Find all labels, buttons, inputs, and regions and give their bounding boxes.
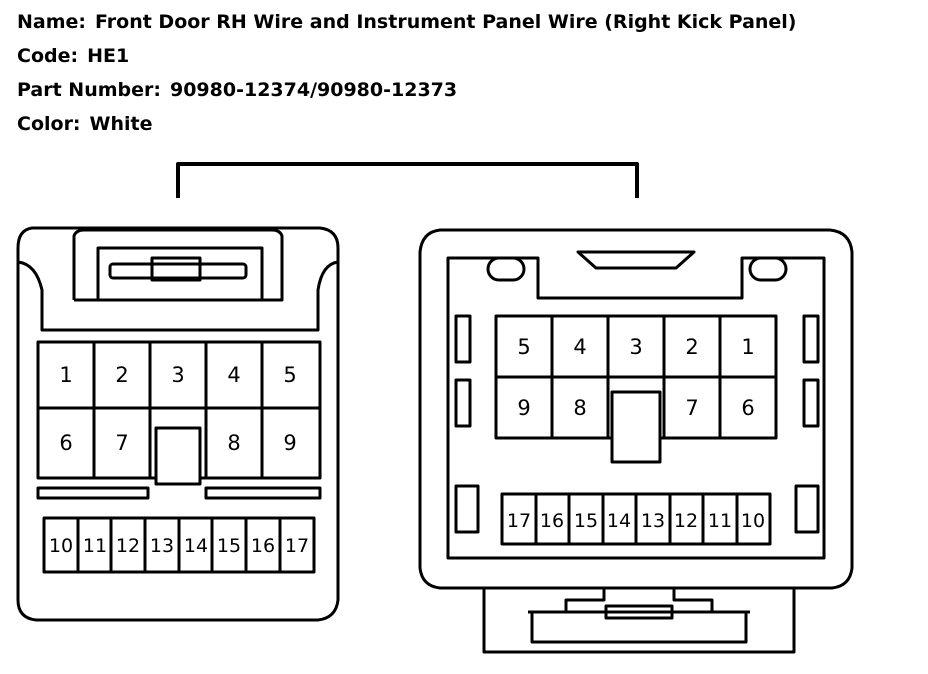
left-pin-label: 14 xyxy=(184,535,208,557)
left-pin-label: 15 xyxy=(217,535,241,557)
right-connector-housing xyxy=(418,228,854,654)
left-pin-label: 2 xyxy=(115,363,128,387)
name-label: Name: xyxy=(17,11,87,33)
right-pin-label: 17 xyxy=(507,510,531,532)
right-pin-label: 13 xyxy=(641,510,665,532)
right-pin-label: 3 xyxy=(629,335,642,359)
name-row: Name: Front Door RH Wire and Instrument P… xyxy=(17,10,797,34)
color-value: White xyxy=(89,113,153,135)
right-pin-label: 8 xyxy=(573,396,586,420)
left-connector-housing xyxy=(16,226,340,622)
left-pin-label: 11 xyxy=(83,535,107,557)
left-pin-label: 8 xyxy=(227,431,240,455)
code-row: Code: HE1 xyxy=(17,44,129,68)
left-pin-label: 17 xyxy=(285,535,309,557)
left-pin-label: 7 xyxy=(115,431,128,455)
right-pin-label: 9 xyxy=(517,396,530,420)
name-value: Front Door RH Wire and Instrument Panel … xyxy=(95,11,797,33)
right-pin-label: 16 xyxy=(540,510,564,532)
left-pin-label: 10 xyxy=(49,535,73,557)
color-label: Color: xyxy=(17,113,81,135)
left-pin-label: 6 xyxy=(59,431,72,455)
right-pin-label: 15 xyxy=(574,510,598,532)
part-number-value: 90980-12374/90980-12373 xyxy=(169,79,458,101)
right-pin-label: 11 xyxy=(708,510,732,532)
left-pin-label: 1 xyxy=(59,363,72,387)
left-pin-label: 13 xyxy=(150,535,174,557)
left-pin-label: 5 xyxy=(283,363,296,387)
right-connector-pins: 5 4 3 2 1 9 8 7 6 17 16 15 14 13 12 11 1… xyxy=(507,335,765,532)
right-pin-label: 5 xyxy=(517,335,530,359)
color-row: Color: White xyxy=(17,112,153,136)
left-pin-label: 3 xyxy=(171,363,184,387)
right-pin-label: 1 xyxy=(741,335,754,359)
right-pin-label: 2 xyxy=(685,335,698,359)
right-pin-label: 12 xyxy=(674,510,698,532)
left-pin-label: 4 xyxy=(227,363,240,387)
left-pin-label: 16 xyxy=(251,535,275,557)
left-pin-label: 12 xyxy=(116,535,140,557)
code-value: HE1 xyxy=(87,45,130,67)
right-pin-label: 4 xyxy=(573,335,586,359)
left-pin-label: 9 xyxy=(283,431,296,455)
mating-bracket xyxy=(176,162,639,198)
left-connector-pins: 1 2 3 4 5 6 7 8 9 10 11 12 13 14 15 16 1… xyxy=(49,363,309,557)
right-pin-label: 10 xyxy=(741,510,765,532)
right-pin-label: 14 xyxy=(607,510,631,532)
part-number-label: Part Number: xyxy=(17,79,161,101)
part-number-row: Part Number: 90980-12374/90980-12373 xyxy=(17,78,457,102)
right-pin-label: 6 xyxy=(741,396,754,420)
code-label: Code: xyxy=(17,45,79,67)
right-pin-label: 7 xyxy=(685,396,698,420)
